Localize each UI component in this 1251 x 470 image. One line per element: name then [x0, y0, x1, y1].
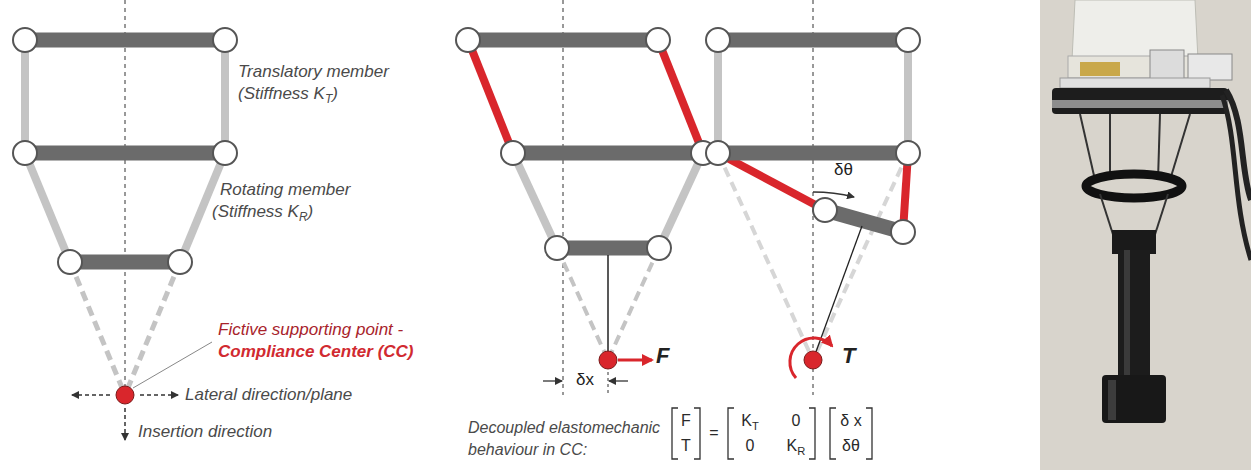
angle-label: δθ [834, 160, 853, 180]
displacement-label: δx [576, 370, 594, 390]
matrix-cell: δθ [842, 436, 860, 456]
description-text: behaviour in CC: [468, 440, 587, 460]
matrix-cell: 0 [792, 411, 801, 431]
force-label: F [656, 344, 669, 368]
description-text: Decoupled elastomechanic [468, 418, 660, 438]
matrix-cell: F [681, 411, 691, 431]
matrix-cell: T [681, 436, 691, 456]
rcc-schematic [13, 0, 237, 440]
callout-title: Compliance Center (CC) [218, 342, 414, 362]
part-name: Translatory member [238, 62, 389, 82]
rcc-photo [1040, 0, 1251, 470]
direction-label: Lateral direction/plane [185, 385, 352, 405]
rotated-schematic [706, 0, 920, 395]
matrix-cell: 0 [746, 436, 755, 456]
matrix-cell: δ x [840, 411, 861, 431]
matrix-brackets [672, 408, 872, 459]
part-name: Rotating member [220, 180, 350, 200]
torque-label: T [842, 344, 855, 368]
matrix-cell: KT [741, 411, 759, 436]
direction-label: Insertion direction [138, 422, 272, 442]
callout-text: Fictive supporting point - [218, 320, 403, 340]
equals-sign: = [709, 423, 718, 443]
stiffness-note: (Stiffness KT) [238, 84, 338, 109]
matrix-cell: KR [787, 436, 806, 461]
translated-schematic [456, 0, 715, 395]
stiffness-note: (Stiffness KR) [212, 202, 313, 227]
